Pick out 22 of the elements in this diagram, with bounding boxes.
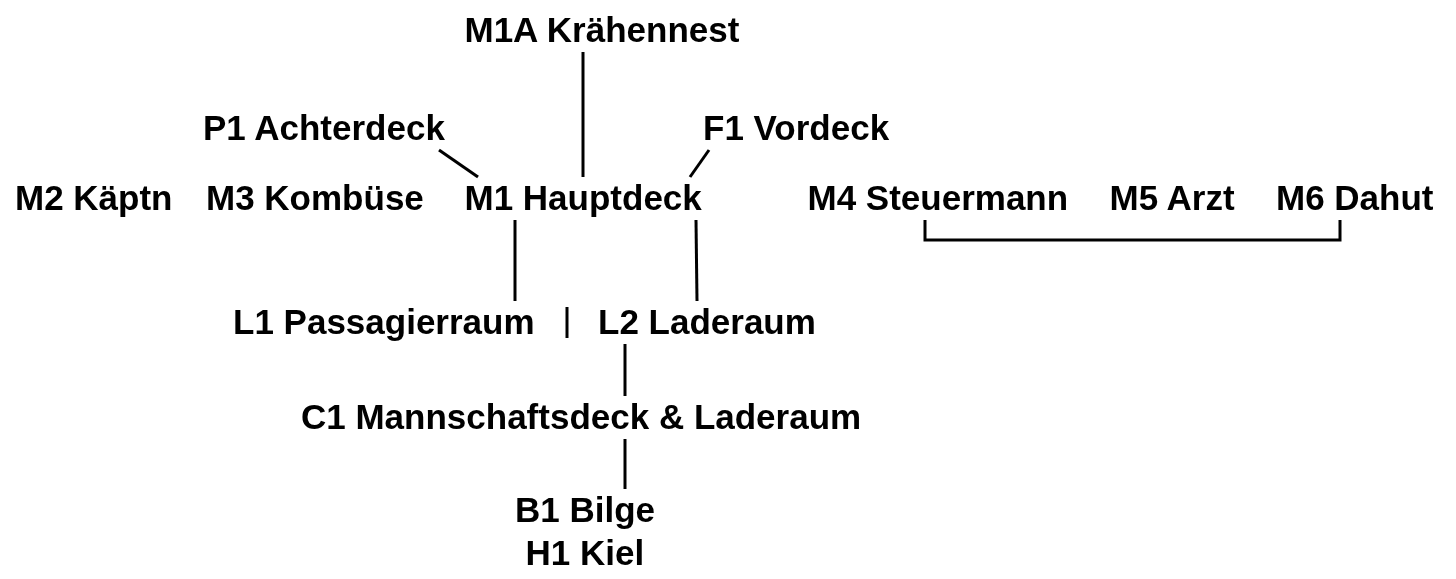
- connector-line: [688, 149, 711, 178]
- node-label: H1 Kiel: [525, 533, 645, 572]
- connector-line: [623, 344, 627, 396]
- connector-line: [694, 219, 699, 302]
- bracket-line: [923, 220, 1342, 242]
- node-label: M4 Steuermann: [807, 178, 1069, 217]
- connector-line: [581, 52, 585, 177]
- node-label: M1 Hauptdeck: [464, 178, 702, 217]
- node-label: L1 Passagierraum: [233, 302, 535, 341]
- node-label: C1 Mannschaftsdeck & Laderaum: [301, 397, 862, 436]
- node-label: F1 Vordeck: [703, 108, 890, 147]
- node-label: M3 Kombüse: [206, 178, 424, 217]
- connector-line: [513, 220, 517, 301]
- connector-line: [438, 148, 479, 179]
- node-label: M1A Krähennest: [464, 10, 740, 49]
- node-label: M6 Dahut: [1276, 178, 1434, 217]
- node-label: P1 Achterdeck: [203, 108, 445, 147]
- connector-line: [623, 439, 627, 489]
- node-label: M5 Arzt: [1109, 178, 1235, 217]
- node-label: B1 Bilge: [515, 490, 656, 529]
- node-label: M2 Käptn: [15, 178, 173, 217]
- node-label: L2 Laderaum: [598, 302, 816, 341]
